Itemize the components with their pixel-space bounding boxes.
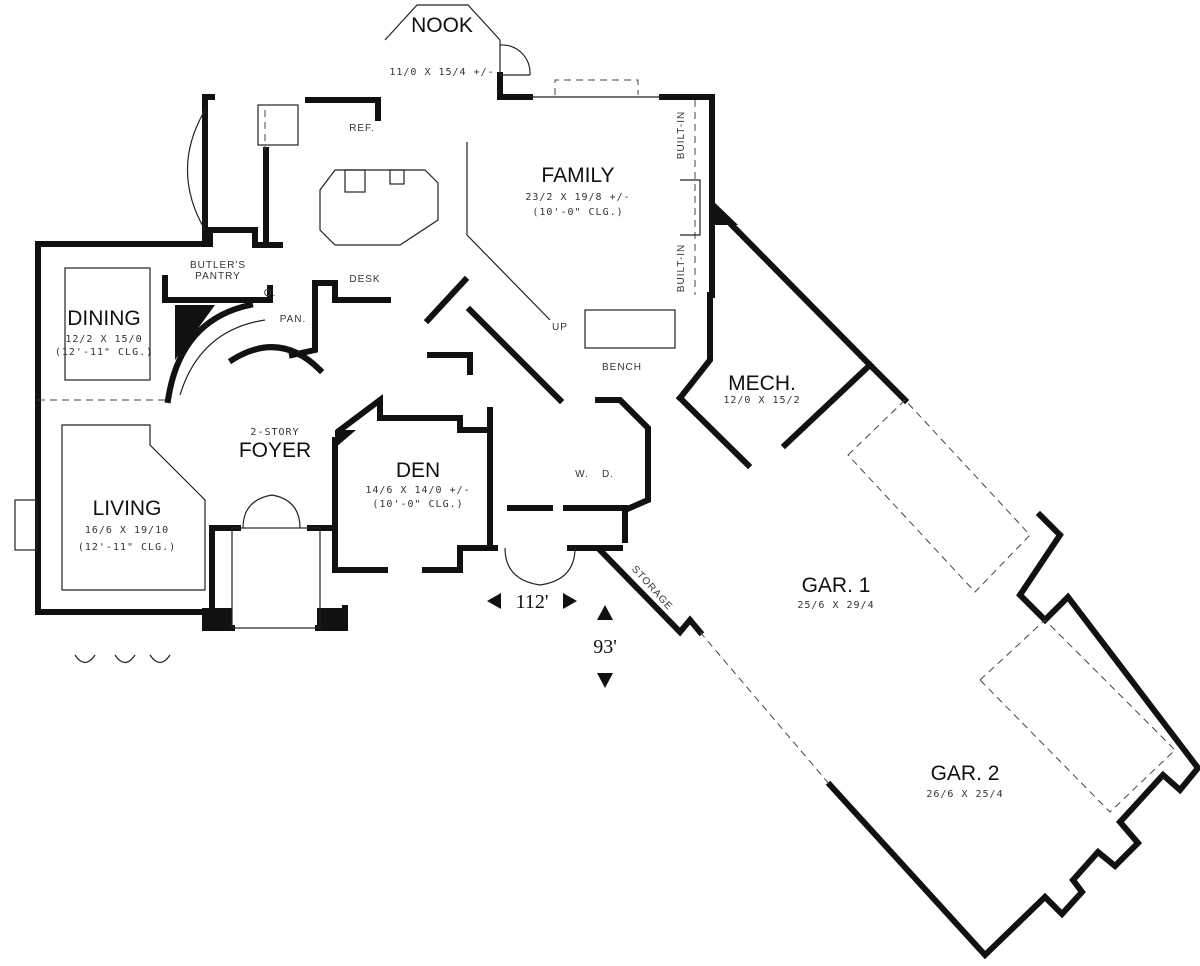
- room-name-living: LIVING: [93, 497, 162, 520]
- room-ceiling-living: (12'-11" CLG.): [78, 542, 176, 553]
- kitchen-sink: [257, 104, 299, 146]
- washer-label: W.: [575, 469, 589, 480]
- stair-up: [584, 309, 676, 349]
- overall-width: 112': [516, 591, 549, 613]
- room-size-living: 16/6 X 19/10: [85, 525, 169, 536]
- foyer-prefix: 2-STORY: [250, 427, 299, 438]
- built-in-label: BUILT-IN: [676, 111, 687, 159]
- arrow-left-icon: [487, 593, 501, 609]
- room-name-mech: MECH.: [728, 372, 796, 395]
- room-size-family: 23/2 X 19/8 +/-: [525, 192, 630, 203]
- pan-label: PAN.: [280, 314, 307, 325]
- desk-label: DESK: [349, 274, 380, 285]
- built-in-label: BUILT-IN: [676, 244, 687, 292]
- walls: [35, 72, 1200, 960]
- arrow-up-icon: [597, 605, 613, 620]
- column-base: [202, 608, 232, 630]
- arrow-right-icon: [563, 593, 577, 609]
- room-ceiling-den: (10'-0" CLG.): [372, 499, 463, 510]
- fireplace-chase: [712, 200, 738, 225]
- fireplace: [14, 499, 38, 551]
- column-base: [317, 608, 347, 630]
- nook-bay-window: [384, 4, 501, 41]
- stair-rail: [179, 319, 266, 396]
- room-name-garage-1: GAR. 1: [802, 574, 871, 597]
- garage-stall-2: [979, 619, 1176, 813]
- entry-doors: [242, 494, 301, 529]
- room-size-garage-2: 26/6 X 25/4: [926, 789, 1003, 800]
- room-ceiling-dining: (12'-11" CLG.): [55, 347, 153, 358]
- curved-stair-wall: [164, 301, 254, 404]
- room-size-nook: 11/0 X 15/4 +/-: [389, 67, 494, 78]
- patio-pillars: [74, 654, 171, 664]
- room-name-garage-2: GAR. 2: [931, 762, 1000, 785]
- porch: [231, 527, 321, 629]
- nook-door: [499, 40, 530, 76]
- garage-storage-line: [699, 631, 831, 786]
- arrow-down-icon: [597, 673, 613, 688]
- family-boundary: [466, 142, 551, 321]
- ref-label: REF.: [349, 123, 375, 134]
- room-ceiling-family: (10'-0" CLG.): [532, 207, 623, 218]
- fireplace: [680, 179, 701, 236]
- room-name-foyer: FOYER: [239, 439, 311, 462]
- living-tray: [61, 424, 206, 591]
- garage-stall-1: [847, 399, 1031, 593]
- room-size-den: 14/6 X 14/0 +/-: [365, 485, 470, 496]
- prep-sink: [389, 169, 405, 185]
- room-name-family: FAMILY: [541, 164, 614, 187]
- dining-tray: [64, 267, 151, 381]
- wall-fill: [335, 430, 356, 448]
- cooktop: [344, 169, 366, 193]
- butlers-pantry-label: PANTRY: [195, 271, 241, 282]
- room-name-nook: NOOK: [411, 14, 473, 37]
- room-size-dining: 12/2 X 15/0: [65, 334, 142, 345]
- butlers-pantry-label: BUTLER'S: [190, 260, 246, 271]
- up-label: UP: [552, 322, 568, 333]
- door-swing: [499, 44, 531, 76]
- pantry-o-label: O.: [264, 288, 277, 299]
- window-seat: [554, 79, 639, 95]
- room-name-den: DEN: [396, 459, 440, 482]
- bay-window: [186, 109, 206, 231]
- room-size-mech: 12/0 X 15/2: [723, 395, 800, 406]
- bench-label: BENCH: [602, 362, 642, 373]
- kitchen-island: [319, 169, 439, 246]
- side-entry-stoop: [504, 547, 576, 586]
- room-size-garage-1: 25/6 X 29/4: [797, 600, 874, 611]
- room-name-dining: DINING: [67, 307, 141, 330]
- overall-depth: 93': [593, 636, 617, 658]
- dryer-label: D.: [602, 469, 614, 480]
- foyer-curve: [227, 344, 325, 375]
